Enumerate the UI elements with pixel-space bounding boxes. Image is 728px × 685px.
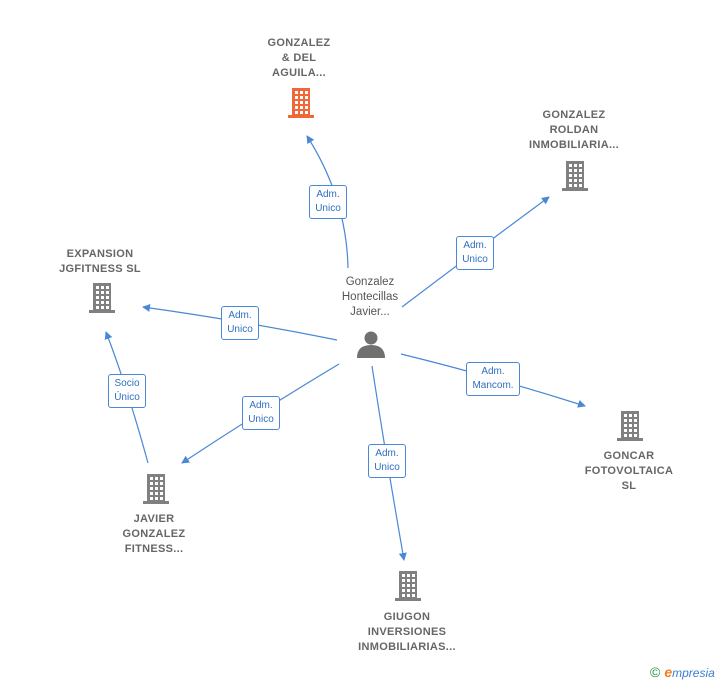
node-label-line: INMOBILIARIAS... [358,641,456,653]
edge-label-line: Unico [462,254,488,265]
edge-label-line: Unico [248,414,274,425]
node-label-javier-gonzalez[interactable]: JAVIER GONZALEZ FITNESS... [104,512,204,557]
edge-label-line: Unico [374,462,400,473]
node-label-line: AGUILA... [271,67,327,79]
node-label-line: GIUGON [383,611,431,623]
node-label-line: GONCAR [603,450,655,462]
node-label-expansion-jgfitness[interactable]: EXPANSION JGFITNESS SL [45,247,155,277]
node-label-line: Gonzalez [345,276,395,288]
node-label-line: JGFITNESS SL [59,263,141,275]
brand-initial: e [664,664,673,680]
building-icon[interactable] [562,161,588,191]
node-label-line: FOTOVOLTAICA [584,465,674,477]
node-label-line: FITNESS... [124,543,184,555]
edge-label-line: Único [114,392,140,403]
edge-label[interactable]: Adm. Unico [309,185,347,219]
edge-label-line: Unico [315,203,341,214]
node-label-gonzalez-roldan[interactable]: GONZALEZ ROLDAN INMOBILIARIA... [519,108,629,153]
building-icon[interactable] [395,571,421,601]
edge-label-line: Adm. [249,400,273,411]
copyright-symbol: © [650,664,661,680]
node-label-line: INVERSIONES [367,626,447,638]
node-label-line: EXPANSION [66,248,134,260]
building-icon[interactable] [89,283,115,313]
edge-label-line: Adm. [481,366,505,377]
brand-watermark: ©empresia [650,664,715,680]
node-label-line: JAVIER [133,513,175,525]
edge-label[interactable]: Adm. Unico [456,236,494,270]
brand-name: mpresia [672,666,715,680]
node-label-line: GONZALEZ [122,528,186,540]
building-icon[interactable] [288,88,314,118]
node-label-line: SL [621,480,637,492]
node-label-line: GONZALEZ [542,109,606,121]
node-label-line: Javier... [350,306,390,318]
edge-label-line: Adm. [228,310,252,321]
node-label-line: & DEL [281,52,317,64]
edge-label-line: Adm. [463,240,487,251]
node-label-line: ROLDAN [549,124,599,136]
node-label-gonzalez-del-aguila[interactable]: GONZALEZ & DEL AGUILA... [249,36,349,81]
edge-label[interactable]: Adm. Unico [221,306,259,340]
node-label-line: Hontecillas [341,291,399,303]
building-icon[interactable] [617,411,643,441]
building-icon[interactable] [143,474,169,504]
edge-label-line: Unico [227,324,253,335]
edge-label-line: Adm. [375,448,399,459]
node-label-goncar[interactable]: GONCAR FOTOVOLTAICA SL [574,449,684,494]
edge-label-line: Adm. [316,189,340,200]
edge-label[interactable]: Adm. Unico [368,444,406,478]
edge-label[interactable]: Adm. Mancom. [466,362,520,396]
edge-label[interactable]: Adm. Unico [242,396,280,430]
node-label-giugon[interactable]: GIUGON INVERSIONES INMOBILIARIAS... [347,610,467,655]
icons-layer [89,88,643,601]
node-label-line: GONZALEZ [267,37,331,49]
edge-label-line: Socio [114,378,140,389]
node-label-line: INMOBILIARIA... [528,139,620,151]
edge-label-line: Mancom. [472,380,514,391]
person-icon[interactable] [357,331,385,359]
